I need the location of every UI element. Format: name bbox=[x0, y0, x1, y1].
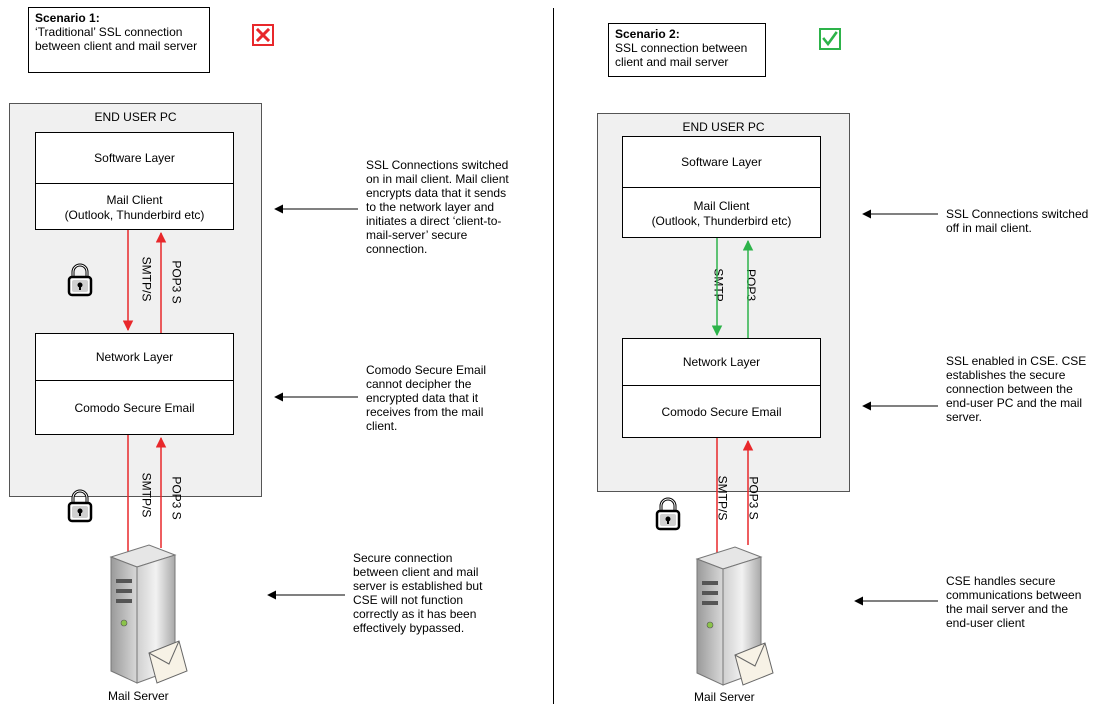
scenario1-caption: Scenario 1: ‘Traditional’ SSL connection… bbox=[28, 7, 210, 73]
scenario1-client-stack: Software Layer Mail Client (Outlook, Thu… bbox=[35, 132, 234, 230]
scenario2-note-mail-client: SSL Connections switched off in mail cli… bbox=[946, 207, 1089, 235]
scenario2-caption: Scenario 2: SSL connection between clien… bbox=[608, 23, 766, 77]
scenario2-network-layer: Network Layer bbox=[682, 354, 761, 369]
scenario1-lower-lock-icon bbox=[67, 489, 93, 523]
scenario2-server-label: Mail Server bbox=[694, 690, 755, 704]
scenario2-text: SSL connection between client and mail s… bbox=[615, 41, 748, 69]
scenario2-software-layer: Software Layer bbox=[681, 154, 762, 169]
scenario2-network-stack: Network Layer Comodo Secure Email bbox=[622, 338, 821, 438]
red-x-icon bbox=[252, 24, 274, 46]
scenario1-upper-lock-icon bbox=[67, 263, 93, 297]
scenario1-title: Scenario 1: bbox=[35, 11, 100, 25]
scenario1-note-cse: Comodo Secure Email cannot decipher the … bbox=[366, 363, 487, 433]
scenario2-mail-client: Mail Client (Outlook, Thunderbird etc) bbox=[651, 198, 792, 228]
scenario2-lower-lock-icon bbox=[655, 497, 681, 531]
scenario1-network-stack: Network Layer Comodo Secure Email bbox=[35, 333, 234, 435]
scenario2-note-server: CSE handles secure communications betwee… bbox=[946, 574, 1082, 630]
scenario1-software-layer: Software Layer bbox=[94, 150, 175, 165]
scenario2-client-stack: Software Layer Mail Client (Outlook, Thu… bbox=[622, 136, 821, 238]
green-check-icon bbox=[819, 28, 841, 50]
scenario-divider bbox=[553, 8, 554, 704]
scenario1-comodo-secure-email: Comodo Secure Email bbox=[74, 401, 195, 415]
scenario1-note-server: Secure connection between client and mai… bbox=[353, 551, 483, 635]
scenario1-pc-label: END USER PC bbox=[94, 110, 177, 124]
scenario2-title: Scenario 2: bbox=[615, 27, 680, 41]
scenario2-mail-server-icon bbox=[695, 546, 774, 686]
scenario1-text: ‘Traditional’ SSL connection between cli… bbox=[35, 25, 198, 53]
scenario2-connections bbox=[711, 238, 754, 575]
scenario1-mail-client: Mail Client (Outlook, Thunderbird etc) bbox=[64, 192, 205, 222]
scenario1-server-label: Mail Server bbox=[108, 689, 169, 703]
scenario1-connections bbox=[122, 230, 167, 580]
scenario1-note-mail-client: SSL Connections switched on in mail clie… bbox=[366, 158, 509, 256]
scenario1-network-layer: Network Layer bbox=[95, 349, 174, 364]
scenario2-pc-label: END USER PC bbox=[682, 120, 765, 134]
scenario2-note-cse: SSL enabled in CSE. CSE establishes the … bbox=[946, 354, 1087, 424]
scenario1-mail-server-icon bbox=[109, 544, 188, 684]
scenario2-comodo-secure-email: Comodo Secure Email bbox=[661, 405, 782, 419]
